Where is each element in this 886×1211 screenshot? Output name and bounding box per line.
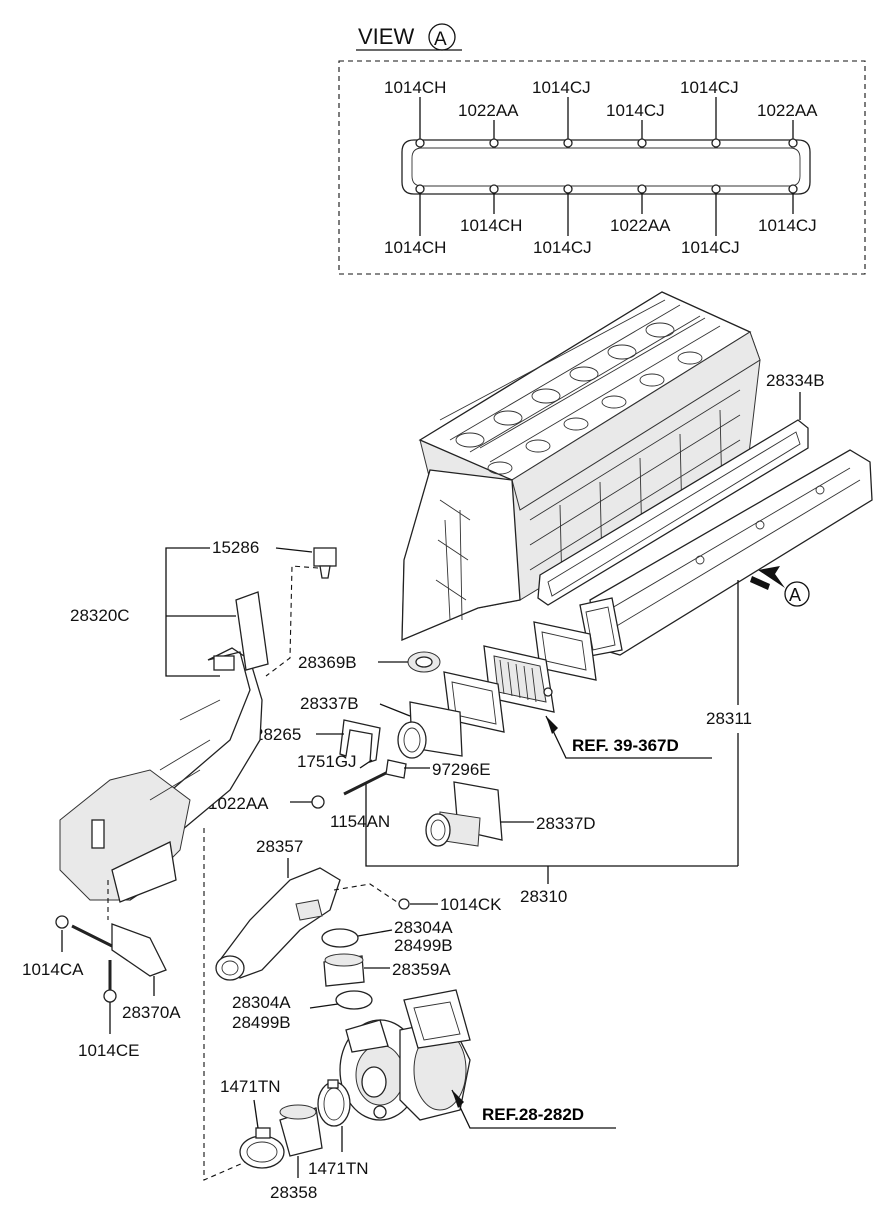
label-1471tn-left: 1471TN bbox=[220, 1077, 280, 1096]
gasket-28337b-opening bbox=[451, 681, 497, 725]
bolt-dashed-line bbox=[333, 883, 401, 905]
sensor-15286 bbox=[313, 547, 337, 579]
ref-arrowhead-1 bbox=[546, 716, 558, 734]
leader-28304a-upper bbox=[357, 929, 393, 937]
label-1022aa: 1022AA bbox=[208, 794, 269, 813]
stud-1751gj bbox=[343, 768, 393, 796]
label-28369b: 28369B bbox=[298, 653, 357, 672]
heater-element bbox=[483, 645, 555, 713]
view-bolts-bottom bbox=[415, 184, 798, 236]
bracket-28310 bbox=[365, 784, 738, 867]
label-28337b: 28337B bbox=[300, 694, 359, 713]
leader-15286 bbox=[275, 547, 313, 553]
view-top-label-1: 1014CH bbox=[384, 78, 446, 97]
label-28304a-lower: 28304A bbox=[232, 993, 291, 1012]
label-1751gj: 1751GJ bbox=[297, 752, 357, 771]
label-28310: 28310 bbox=[520, 887, 567, 906]
intake-pipe-28320c bbox=[59, 591, 269, 903]
label-15286: 15286 bbox=[212, 538, 259, 557]
label-28304a-upper: 28304A bbox=[394, 918, 453, 937]
view-a-inset: VIEW A 1014CH 1022AA bbox=[338, 23, 866, 275]
bolt-1014ca bbox=[71, 924, 113, 948]
view-bottom-label-2: 1014CH bbox=[460, 216, 522, 235]
nut-1022aa bbox=[311, 795, 325, 809]
bracket-28265 bbox=[339, 719, 381, 763]
leader-1751gj bbox=[359, 759, 373, 769]
ref-28-282d: REF.28-282D bbox=[482, 1105, 584, 1124]
view-gasket bbox=[401, 139, 811, 195]
view-frame bbox=[338, 60, 866, 275]
bracket-28370a bbox=[111, 923, 167, 977]
manifold-flange-opening bbox=[541, 631, 587, 671]
label-1014ca: 1014CA bbox=[22, 960, 84, 979]
view-bolts-top bbox=[415, 97, 798, 148]
leader-1471tn-left bbox=[253, 1099, 259, 1129]
label-28334b: 28334B bbox=[766, 371, 825, 390]
view-top-label-2: 1022AA bbox=[458, 101, 519, 120]
view-bottom-label-6: 1014CJ bbox=[758, 216, 817, 235]
view-top-label-3: 1014CJ bbox=[532, 78, 591, 97]
label-28320c: 28320C bbox=[70, 606, 130, 625]
view-a-arrow-marker: A bbox=[789, 585, 801, 605]
label-28311: 28311 bbox=[706, 709, 752, 728]
label-28359a: 28359A bbox=[392, 960, 451, 979]
view-top-label-5: 1014CJ bbox=[680, 78, 739, 97]
label-28499b-lower: 28499B bbox=[232, 1013, 291, 1032]
view-marker: A bbox=[434, 29, 447, 50]
view-title: VIEW bbox=[358, 24, 414, 49]
bracket-28320c bbox=[165, 547, 220, 677]
label-1014ck: 1014CK bbox=[440, 895, 502, 914]
sensor-dashed-leader bbox=[265, 565, 319, 677]
intake-elbow bbox=[397, 701, 463, 759]
label-1154an: 1154AN bbox=[330, 812, 390, 831]
outlet-28337d bbox=[425, 781, 503, 847]
label-97296e: 97296E bbox=[432, 760, 491, 779]
clamp-28304a-lower bbox=[335, 990, 373, 1010]
view-bottom-label-3: 1014CJ bbox=[533, 238, 592, 257]
label-28358: 28358 bbox=[270, 1183, 317, 1202]
leader-28304a-lower bbox=[309, 1003, 339, 1009]
manifold-flange bbox=[533, 621, 597, 681]
label-28357: 28357 bbox=[256, 837, 303, 856]
plate-97296e bbox=[385, 759, 407, 779]
label-28499b-upper: 28499B bbox=[394, 936, 453, 955]
label-28337d: 28337D bbox=[536, 814, 596, 833]
pipe-28357 bbox=[215, 867, 341, 981]
label-1471tn-right: 1471TN bbox=[308, 1159, 368, 1178]
view-top-label-4: 1014CJ bbox=[606, 101, 665, 120]
view-top-label-6: 1022AA bbox=[757, 101, 818, 120]
label-28265: 28265 bbox=[254, 725, 301, 744]
bolt-1014ck bbox=[398, 898, 410, 910]
leader-28337b bbox=[379, 703, 411, 717]
view-bottom-label-1: 1014CH bbox=[384, 238, 446, 257]
view-a-arrow: A bbox=[750, 566, 810, 607]
view-bottom-label-5: 1014CJ bbox=[681, 238, 740, 257]
ref-39-367d: REF. 39-367D bbox=[572, 736, 679, 755]
ref-arrowhead-2 bbox=[452, 1090, 464, 1108]
turbocharger bbox=[339, 989, 471, 1121]
assembly-dashed-guide bbox=[203, 828, 251, 1181]
clamp-28304a-upper bbox=[321, 928, 359, 948]
gasket-28334b bbox=[537, 419, 809, 606]
label-1014ce: 1014CE bbox=[78, 1041, 139, 1060]
view-bottom-label-4: 1022AA bbox=[610, 216, 671, 235]
label-28370a: 28370A bbox=[122, 1003, 181, 1022]
engine-block-illustration bbox=[401, 291, 761, 641]
